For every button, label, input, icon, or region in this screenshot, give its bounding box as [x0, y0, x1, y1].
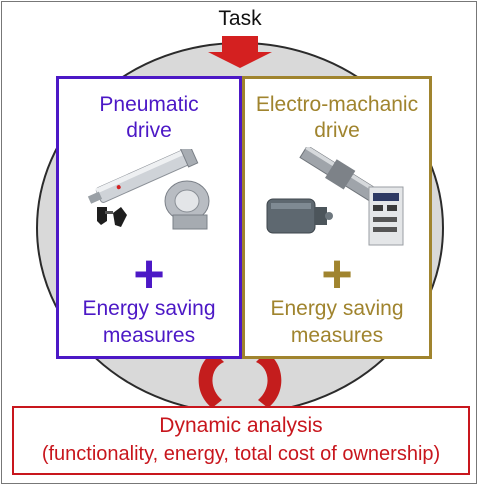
electro-components-image — [266, 147, 404, 246]
pneumatic-measures-line2: measures — [102, 324, 196, 347]
pneumatic-components-image — [87, 149, 210, 230]
pneumatic-plus-sign: + — [133, 244, 165, 304]
cycle-arrow-right — [256, 352, 282, 408]
dynamic-analysis-box: Dynamic analysis (functionality, energy,… — [12, 406, 470, 475]
analysis-details: (functionality, energy, total cost of ow… — [41, 443, 441, 465]
pneumatic-title-line1: Pneumatic — [99, 93, 199, 116]
electro-mechanic-panel: Electro-machanic drive + Energy saving m — [242, 76, 432, 359]
pneumatic-title-line2: drive — [126, 119, 172, 142]
analysis-title: Dynamic analysis — [159, 414, 323, 437]
electro-measures-line2: measures — [290, 324, 384, 347]
task-arrow — [208, 36, 272, 68]
electro-title-line2: drive — [314, 119, 360, 142]
task-label: Task — [218, 7, 262, 30]
electro-title-line1: Electro-machanic — [255, 93, 419, 116]
electro-plus-sign: + — [321, 244, 353, 304]
pneumatic-measures-line1: Energy saving — [82, 297, 216, 320]
electro-measures-line1: Energy saving — [270, 297, 404, 320]
cycle-arrow-left — [198, 352, 224, 408]
pneumatic-panel: Pneumatic drive + Energy saving measures — [56, 76, 242, 359]
